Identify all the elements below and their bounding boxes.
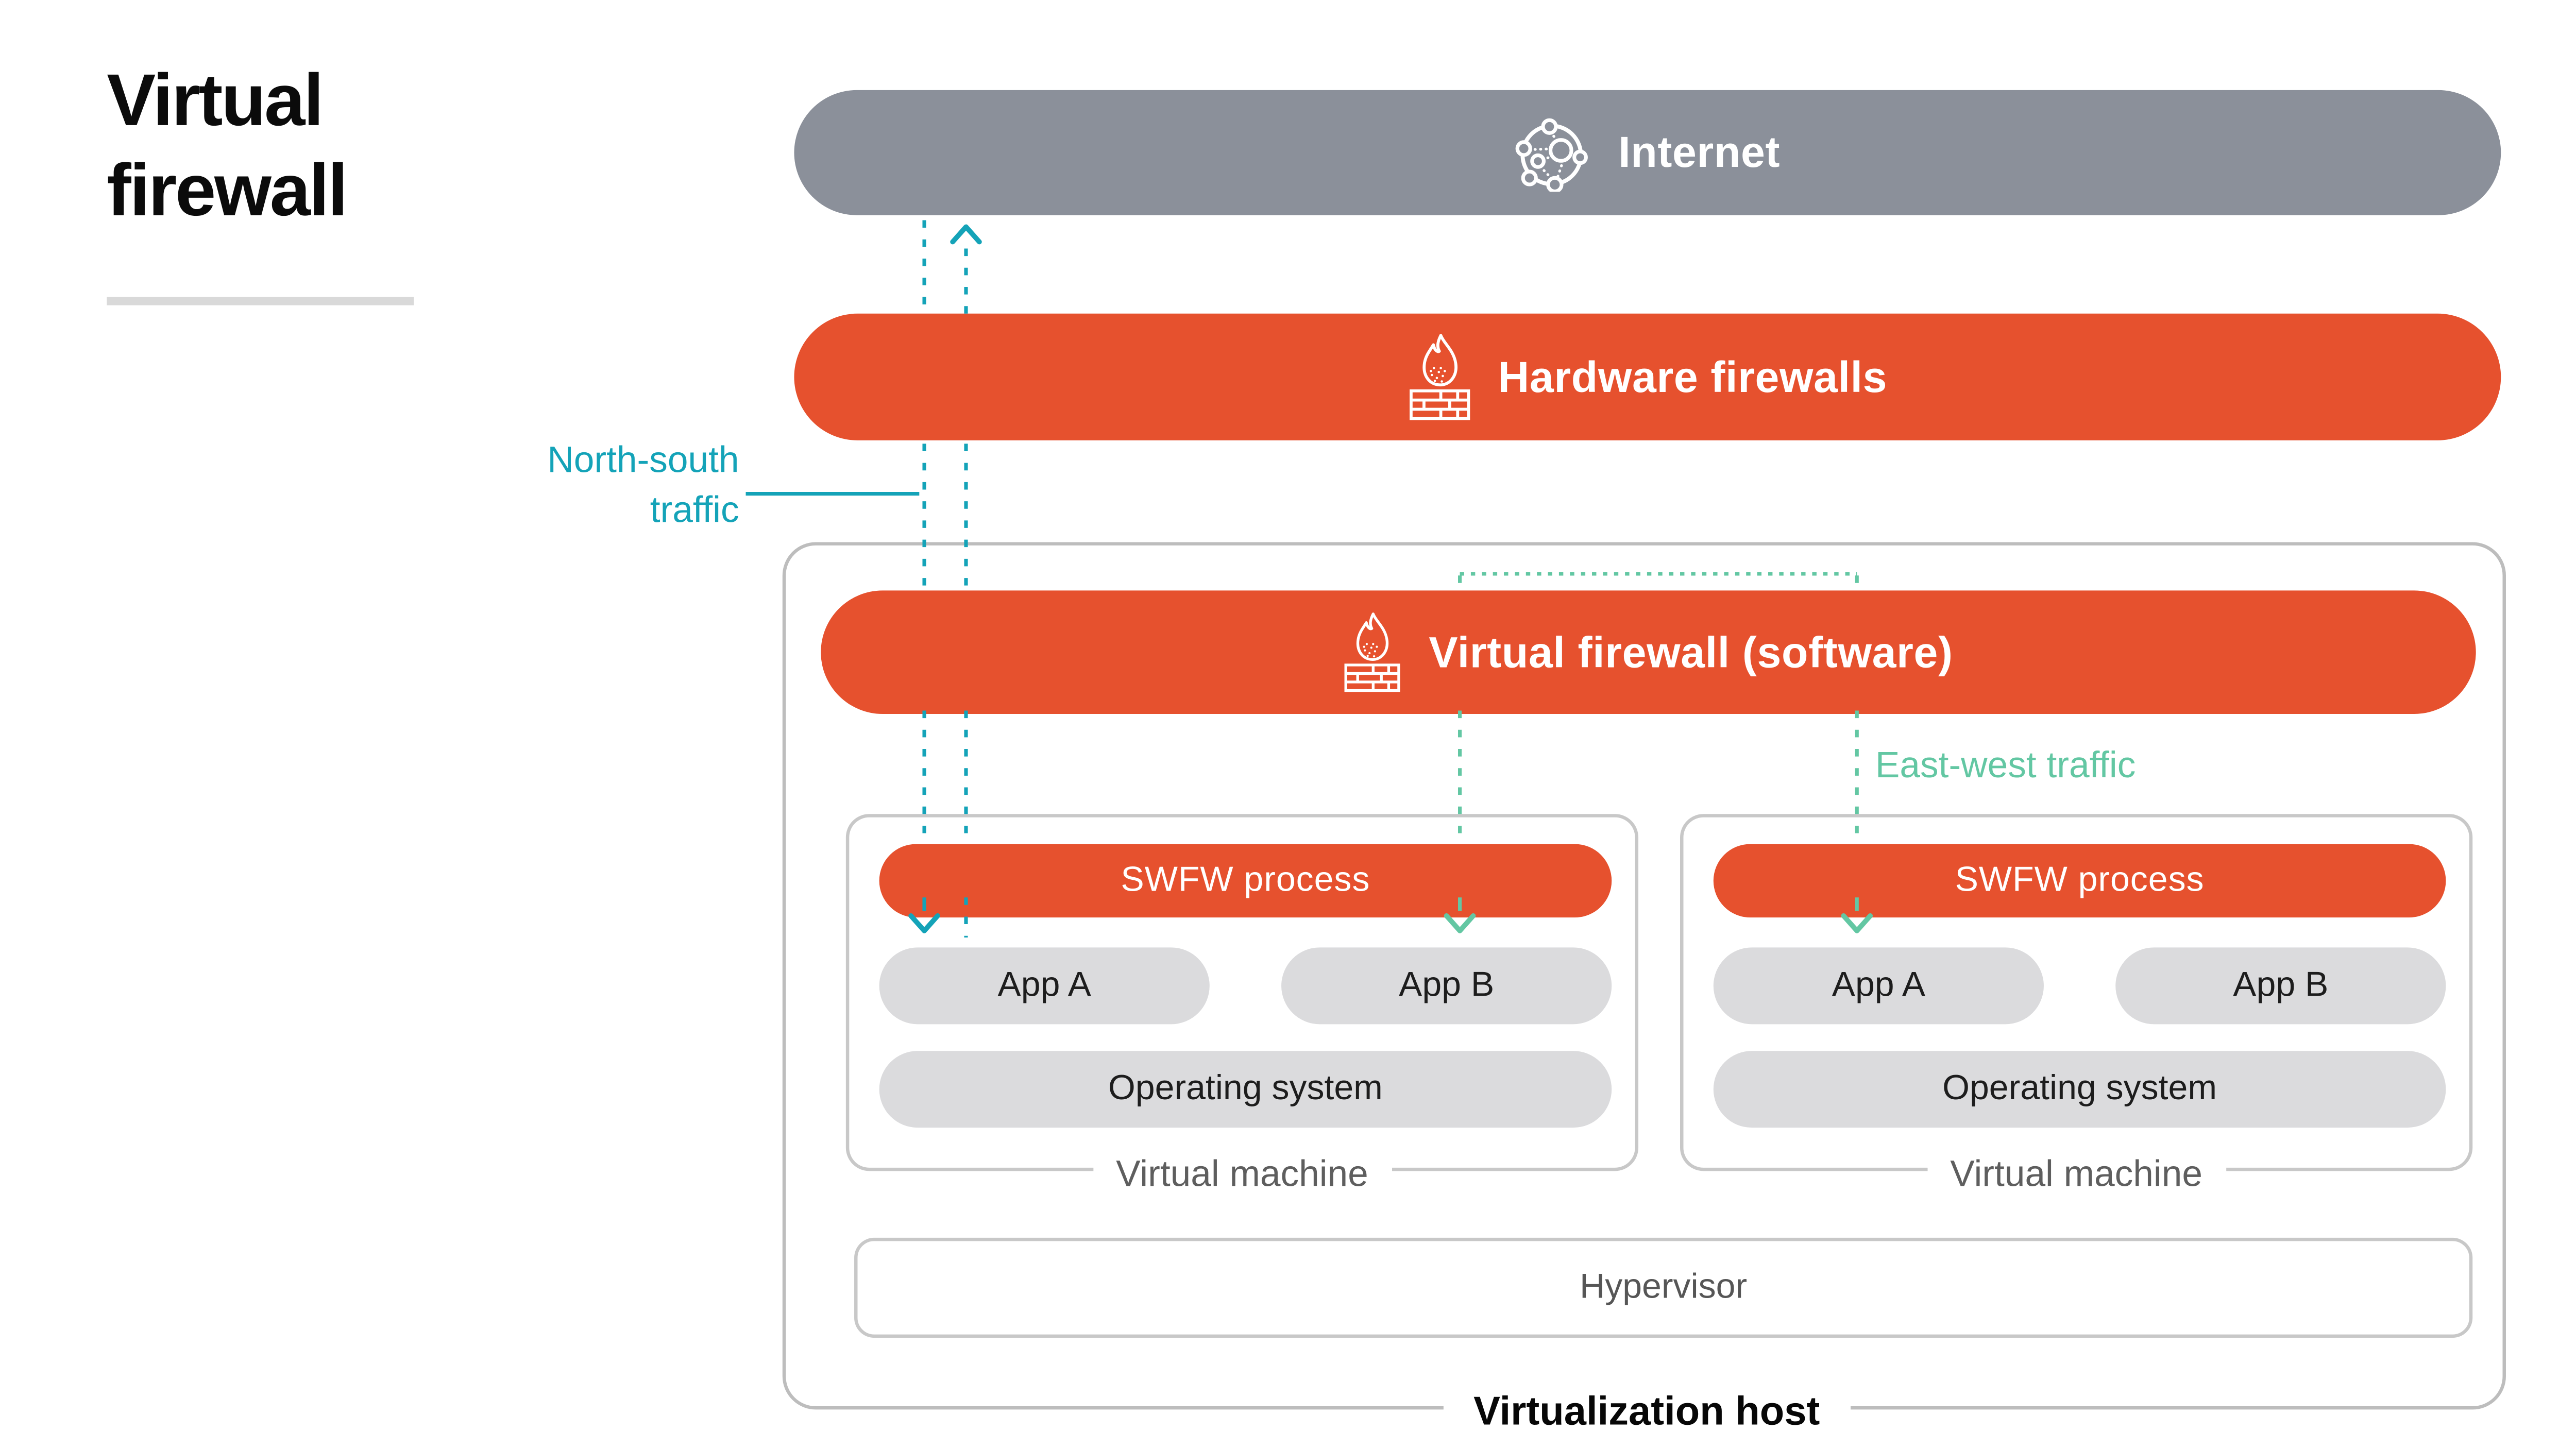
virtualization-host-box: Virtual firewall (software) SWFW process… bbox=[782, 542, 2506, 1437]
app-a-pill: App A bbox=[1713, 947, 2044, 1025]
virtual-machine-label: Virtual machine bbox=[1926, 1152, 2226, 1196]
globe-network-icon bbox=[1515, 117, 1588, 191]
hardware-firewalls-bar-label: Hardware firewalls bbox=[1498, 351, 1888, 401]
fire-brickwall-icon bbox=[1345, 612, 1401, 692]
virtual-firewall-bar: Virtual firewall (software) bbox=[821, 590, 2476, 714]
app-b-pill: App B bbox=[2115, 947, 2446, 1025]
hypervisor-label: Hypervisor bbox=[1580, 1268, 1748, 1306]
hypervisor-box: Hypervisor bbox=[854, 1237, 2473, 1338]
app-a-pill: App A bbox=[879, 947, 1210, 1025]
swfw-process-bar: SWFW process bbox=[879, 844, 1612, 918]
east-west-traffic-label: East-west traffic bbox=[1875, 744, 2136, 786]
swfw-process-bar: SWFW process bbox=[1713, 844, 2446, 918]
internet-bar-label: Internet bbox=[1618, 127, 1781, 177]
virtual-machine-label: Virtual machine bbox=[1092, 1152, 1392, 1196]
operating-system-pill: Operating system bbox=[1713, 1051, 2446, 1128]
fire-brickwall-icon bbox=[1409, 334, 1470, 420]
page-title: Virtual firewall bbox=[107, 57, 348, 237]
virtual-machine-box-left: SWFW process App A App B Operating syste… bbox=[845, 814, 1639, 1196]
title-divider bbox=[107, 297, 414, 305]
internet-bar: Internet bbox=[794, 90, 2501, 215]
virtualization-host-label: Virtualization host bbox=[1443, 1389, 1850, 1437]
app-b-pill: App B bbox=[1281, 947, 1612, 1025]
page-title-line2: firewall bbox=[107, 150, 348, 232]
virtual-machine-box-right: SWFW process App A App B Operating syste… bbox=[1680, 814, 2473, 1196]
operating-system-pill: Operating system bbox=[879, 1051, 1612, 1128]
north-south-traffic-label-line1: North-south bbox=[547, 438, 739, 481]
north-south-traffic-label: North-south traffic bbox=[467, 435, 739, 535]
virtual-firewall-bar-label: Virtual firewall (software) bbox=[1429, 626, 1953, 677]
north-south-traffic-label-line2: traffic bbox=[650, 488, 739, 531]
arrow-up-icon bbox=[950, 224, 982, 245]
page-title-line1: Virtual bbox=[107, 60, 324, 142]
hardware-firewalls-bar: Hardware firewalls bbox=[794, 313, 2501, 440]
